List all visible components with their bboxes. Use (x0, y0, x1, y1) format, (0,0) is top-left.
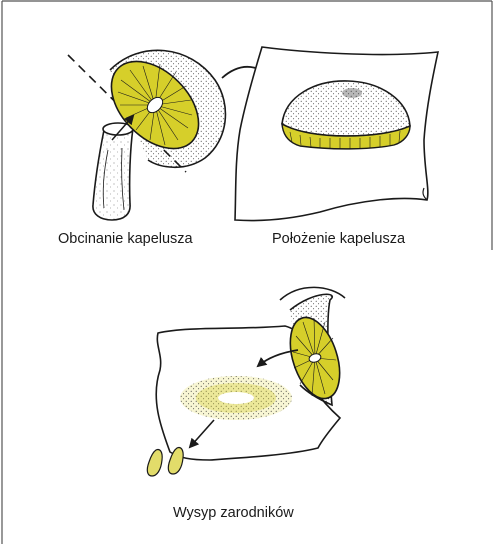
caption-cutting-cap: Obcinanie kapelusza (58, 232, 193, 247)
caption-placing-cap: Położenie kapelusza (272, 232, 405, 247)
step2-paper-illustration (235, 47, 438, 221)
mushroom-stem (93, 123, 133, 220)
step3-spore-illustration (147, 287, 349, 476)
spore-print (180, 376, 292, 420)
caption-spore-print: Wysyp zarodników (173, 506, 294, 521)
spores (147, 447, 183, 476)
